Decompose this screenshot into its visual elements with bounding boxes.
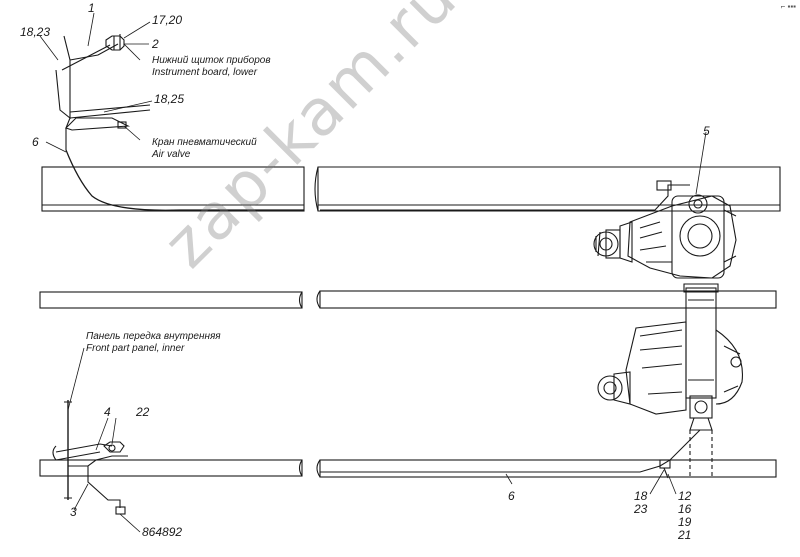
callout-17-20: 17,20 <box>152 13 183 27</box>
callout-22: 22 <box>136 405 150 419</box>
callout-6-lower: 6 <box>508 489 515 503</box>
callout-4: 4 <box>104 405 111 419</box>
middle-rail-left <box>39 291 303 309</box>
instrument-board-assembly <box>55 34 151 150</box>
note-front-panel-ru: Панель передка внутренняя <box>86 331 221 342</box>
pipe-4-bracket <box>52 441 125 461</box>
part-number-864892: 864892 <box>142 525 183 539</box>
callout-6-upper: 6 <box>32 135 39 149</box>
note-instrument-board-ru: Нижний щиток приборов <box>152 55 271 66</box>
corner-mark: ⌐ ▪▪▪ <box>780 2 796 11</box>
callout-12: 12 <box>678 489 692 503</box>
lower-rail-left <box>39 459 303 477</box>
note-instrument-board-en: Instrument board, lower <box>152 67 258 78</box>
lower-rail-right <box>316 459 777 478</box>
callout-19: 19 <box>678 515 692 529</box>
callout-column-right: 12 16 19 21 <box>678 490 691 542</box>
callout-23: 23 <box>634 502 648 516</box>
valve-864892-symbol <box>115 506 126 515</box>
hose-6-right <box>320 184 690 211</box>
callout-18-23: 18,23 <box>20 25 51 39</box>
callout-18: 18 <box>634 489 648 503</box>
pipe-3 <box>68 455 128 508</box>
hose-6-upper <box>65 149 304 211</box>
callout-16: 16 <box>678 502 692 516</box>
note-air-valve-en: Air valve <box>152 149 191 160</box>
callout-3: 3 <box>70 505 77 519</box>
callout-1: 1 <box>88 1 95 15</box>
upper-air-valve-unit <box>593 194 737 279</box>
upper-frame-rail-right <box>314 166 781 212</box>
callout-18-25: 18,25 <box>154 92 185 106</box>
middle-rail-right <box>316 290 777 309</box>
callout-column-left: 18 23 <box>634 490 647 516</box>
upper-frame-rail-left <box>41 166 305 212</box>
callout-21: 21 <box>678 528 692 542</box>
note-air-valve-ru: Кран пневматический <box>152 137 257 148</box>
hose-clip-lower <box>659 459 671 469</box>
lower-air-valve-unit <box>597 283 744 476</box>
note-front-panel-en: Front part panel, inner <box>86 343 185 354</box>
callout-2: 2 <box>152 37 159 51</box>
hose-clip-upper <box>656 180 672 191</box>
hose-6-lower <box>320 429 701 473</box>
callout-5: 5 <box>703 124 710 138</box>
